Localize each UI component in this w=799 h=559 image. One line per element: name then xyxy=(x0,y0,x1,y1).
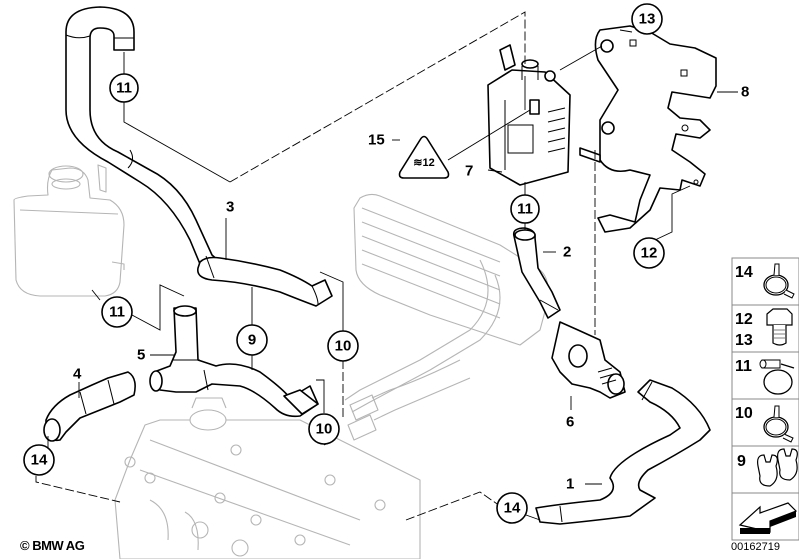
legend-item-arrow[interactable] xyxy=(738,502,798,534)
callout-label: 12 xyxy=(641,245,658,262)
direction-arrow-icon xyxy=(738,502,798,534)
hose-2 xyxy=(512,227,561,319)
callout-6[interactable]: 6 xyxy=(566,414,574,431)
legend-number: 11 xyxy=(735,358,752,375)
callout-1[interactable]: 1 xyxy=(566,476,574,493)
legend-number: 9 xyxy=(737,453,746,470)
callout-14-left[interactable]: 14 xyxy=(23,444,55,476)
callout-label: 4 xyxy=(73,366,82,383)
callout-11-tank[interactable]: 11 xyxy=(101,296,133,328)
hose-1 xyxy=(535,379,711,525)
legend-item-9[interactable]: 9 xyxy=(737,448,798,487)
legend-number: 14 xyxy=(735,264,753,281)
spring-hose-clamp-icon xyxy=(763,263,795,299)
legend-item-12-13[interactable]: 12 13 xyxy=(735,308,793,349)
leader-lines xyxy=(35,11,738,521)
callout-4[interactable]: 4 xyxy=(73,366,82,383)
callout-label: 6 xyxy=(566,414,574,431)
legend-item-14[interactable]: 14 xyxy=(735,263,795,299)
heater-core xyxy=(344,193,549,441)
copyright-notice: © BMW AG xyxy=(20,538,85,553)
valve-7 xyxy=(487,44,571,186)
hose-5-tee xyxy=(149,305,319,418)
hot-surface-warning-icon: ≋12 xyxy=(398,135,450,179)
callout-10-upper[interactable]: 10 xyxy=(327,330,359,362)
callout-label: 7 xyxy=(465,163,473,180)
diagram-id: 00162719 xyxy=(731,541,780,553)
callout-label: 8 xyxy=(741,84,749,101)
callout-9[interactable]: 9 xyxy=(236,324,268,356)
svg-text:≋12: ≋12 xyxy=(413,157,434,169)
callout-7[interactable]: 7 xyxy=(465,163,473,180)
legend-number: 13 xyxy=(735,332,753,349)
callout-12[interactable]: 12 xyxy=(633,237,665,269)
callout-3[interactable]: 3 xyxy=(226,199,234,216)
callout-label: 14 xyxy=(504,500,521,517)
callout-8[interactable]: 8 xyxy=(741,84,749,101)
callout-label: 11 xyxy=(116,80,132,97)
callout-label: 13 xyxy=(639,11,656,28)
callout-label: 11 xyxy=(517,201,533,218)
callout-11-top[interactable]: 11 xyxy=(109,73,139,103)
legend-number: 12 xyxy=(735,311,753,328)
legend-item-10[interactable]: 10 xyxy=(735,405,794,443)
fastener-legend: 14 12 13 11 xyxy=(731,257,799,541)
callout-label: 11 xyxy=(109,304,125,321)
callout-label: 1 xyxy=(566,476,574,493)
callout-label: 2 xyxy=(563,244,571,261)
callout-label: 14 xyxy=(31,452,48,469)
water-pump-6 xyxy=(551,321,626,399)
hose-4 xyxy=(43,371,136,442)
spring-hose-clamp-icon xyxy=(763,405,794,443)
callout-label: 3 xyxy=(226,199,234,216)
callout-2[interactable]: 2 xyxy=(563,244,571,261)
callout-5[interactable]: 5 xyxy=(137,347,145,364)
engine-cylinder-head xyxy=(114,397,421,559)
double-hose-clip-icon xyxy=(757,448,798,487)
callout-label: 15 xyxy=(368,132,385,149)
legend-number: 10 xyxy=(735,405,753,422)
callout-label: 10 xyxy=(316,421,333,438)
bracket-8 xyxy=(579,25,717,233)
callout-13[interactable]: 13 xyxy=(631,3,663,35)
hex-bolt-icon xyxy=(766,308,793,346)
hose-3 xyxy=(65,6,333,307)
callout-15[interactable]: 15 xyxy=(368,132,385,149)
callout-14-bottom[interactable]: 14 xyxy=(496,492,528,524)
callout-label: 9 xyxy=(248,332,256,349)
expansion-tank xyxy=(13,164,125,297)
hose-9-end xyxy=(283,389,319,415)
callout-label: 10 xyxy=(335,338,352,355)
callout-10-lower[interactable]: 10 xyxy=(308,413,340,445)
worm-drive-hose-clamp-icon xyxy=(759,359,795,395)
callout-label: 5 xyxy=(137,347,145,364)
callout-11-valve[interactable]: 11 xyxy=(510,194,540,224)
legend-item-11[interactable]: 11 xyxy=(735,358,795,395)
